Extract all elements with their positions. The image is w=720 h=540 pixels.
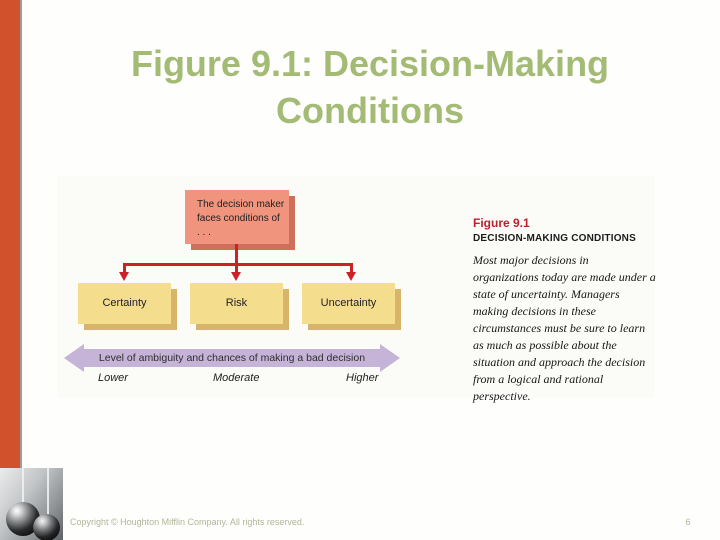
scale-word-moderate: Moderate	[213, 372, 260, 384]
figure-caption-label: Figure 9.1	[473, 216, 530, 230]
down-arrow-icon	[231, 272, 241, 281]
decision-maker-box: The decision maker faces conditions of .…	[185, 190, 289, 244]
pendulum-string	[22, 468, 24, 504]
accent-bar	[0, 0, 22, 540]
connector-horizontal-line	[123, 263, 353, 266]
connector-stub-middle	[235, 263, 238, 273]
page-title: Figure 9.1: Decision-Making Conditions	[20, 40, 720, 134]
decision-maker-box-label: The decision maker faces conditions of .…	[197, 199, 285, 238]
copyright-text: Copyright © Houghton Mifflin Company. Al…	[70, 517, 305, 527]
pendulum-ball-icon	[33, 514, 60, 540]
condition-box-certainty-label: Certainty	[102, 297, 147, 309]
newtons-cradle-photo	[0, 468, 63, 540]
page-title-line2: Conditions	[276, 90, 464, 132]
scale-word-higher: Higher	[346, 372, 379, 384]
down-arrow-icon	[346, 272, 356, 281]
down-arrow-icon	[119, 272, 129, 281]
condition-box-risk-label: Risk	[225, 297, 248, 309]
condition-box-uncertainty: Uncertainty	[302, 283, 395, 324]
pendulum-string	[47, 468, 49, 516]
scale-word-lower: Lower	[98, 372, 128, 384]
figure-panel: The decision maker faces conditions of .…	[57, 176, 656, 403]
connector-stub-right	[350, 263, 353, 273]
condition-box-risk: Risk	[190, 283, 283, 324]
condition-box-certainty: Certainty	[78, 283, 171, 324]
figure-caption-body: Most major decisions in organizations to…	[473, 253, 656, 404]
figure-caption-heading: DECISION-MAKING CONDITIONS	[473, 233, 636, 244]
condition-box-uncertainty-label: Uncertainty	[320, 297, 377, 309]
connector-vertical-line	[235, 244, 238, 263]
scale-arrow-label: Level of ambiguity and chances of making…	[98, 352, 366, 364]
connector-stub-left	[123, 263, 126, 273]
figure-caption: Figure 9.1 DECISION-MAKING CONDITIONS Mo…	[473, 216, 656, 405]
page-title-line1: Figure 9.1: Decision-Making	[130, 43, 610, 85]
page-number: 6	[685, 517, 691, 527]
